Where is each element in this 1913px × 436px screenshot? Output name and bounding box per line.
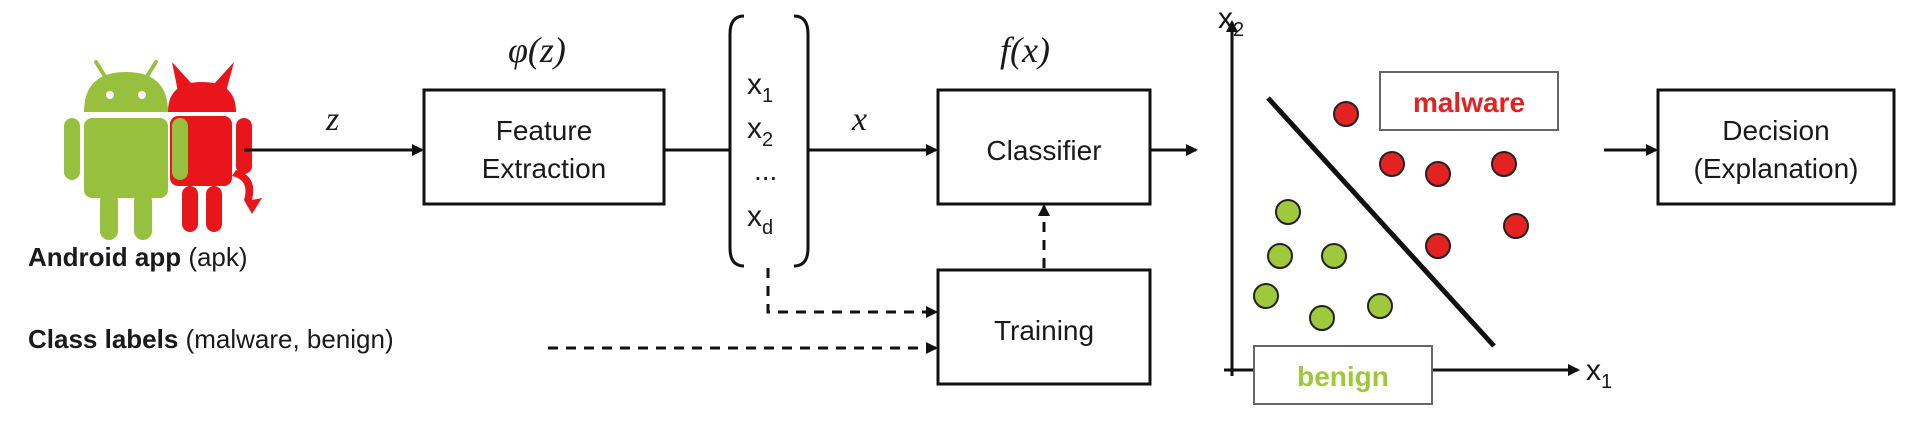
- x-axis-label: x1: [1586, 354, 1612, 393]
- malware-label-box: [1379, 71, 1559, 131]
- malware-point: [1333, 101, 1359, 127]
- benign-point: [1367, 293, 1393, 319]
- classifier-label: Classifier: [986, 135, 1101, 166]
- x-symbol: x: [851, 101, 867, 138]
- z-symbol: z: [325, 101, 339, 138]
- phi-symbol: φ(z): [508, 30, 566, 70]
- benign-point: [1309, 305, 1335, 331]
- vector-to-training-arrow: [766, 268, 938, 318]
- benign-point: [1267, 243, 1293, 269]
- class-labels-label: Class labels (malware, benign): [28, 324, 394, 354]
- malware-point: [1425, 161, 1451, 187]
- decision-line2: (Explanation): [1694, 153, 1859, 184]
- feature-line1: Feature: [496, 115, 593, 146]
- android-devil-icon: [64, 60, 262, 240]
- malware-point: [1503, 213, 1529, 239]
- vector-right-bracket: [793, 14, 810, 268]
- vector-dots: ...: [754, 155, 777, 186]
- vector-x1: x1: [747, 68, 773, 107]
- feature-vector: x1 x2 ... xd: [728, 14, 810, 268]
- malware-label: malware: [1413, 87, 1525, 118]
- decision-boundary-line: [1266, 96, 1496, 348]
- android-icon: [64, 60, 188, 240]
- decision-line1: Decision: [1722, 115, 1829, 146]
- f-symbol: f(x): [1000, 30, 1050, 70]
- vector-left-bracket: [728, 14, 745, 268]
- feature-extraction-box: [422, 88, 666, 206]
- feature-line2: Extraction: [482, 153, 607, 184]
- benign-point: [1253, 283, 1279, 309]
- malware-point: [1425, 233, 1451, 259]
- training-box: [936, 268, 1152, 386]
- vector-xd: xd: [747, 200, 773, 239]
- benign-label: benign: [1297, 361, 1389, 392]
- benign-label-box: [1253, 345, 1433, 405]
- android-eye-right: [138, 91, 146, 99]
- malware-point: [1379, 151, 1405, 177]
- y-axis-label: x2: [1218, 2, 1244, 41]
- decision-box: [1656, 88, 1896, 206]
- benign-point: [1275, 199, 1301, 225]
- classifier-box: [936, 88, 1152, 206]
- android-app-label: Android app (apk): [28, 242, 248, 272]
- benign-point: [1321, 243, 1347, 269]
- decision-plot: x2 x1 malware benign: [1218, 2, 1612, 405]
- training-label: Training: [994, 315, 1094, 346]
- android-eye-left: [106, 91, 114, 99]
- malware-point: [1491, 151, 1517, 177]
- vector-x2: x2: [747, 112, 773, 151]
